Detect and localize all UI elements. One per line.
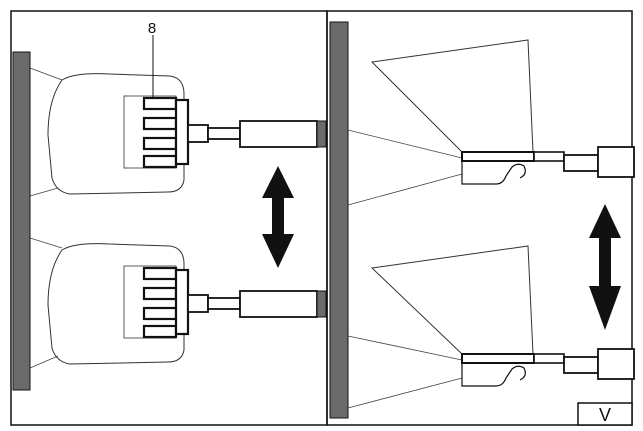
upper-cylinder [239,120,318,148]
lower-cylinder [239,290,318,318]
lower-work-envelope [47,243,185,365]
right-double-arrow [589,204,621,330]
right-panel-border [326,10,633,426]
upper-jaw-assembly [347,39,635,206]
view-label: V [599,405,611,425]
upper-gripper-assembly [29,35,327,197]
upper-swing-envelope [370,39,534,153]
upper-jaw-bar [461,151,535,162]
lower-jaw-profile [461,362,526,387]
upper-jaw-profile [461,160,526,185]
upper-finger-carrier [174,98,190,166]
left-mounting-plate [12,51,31,391]
lower-gripper-assembly [29,237,327,369]
upper-jaw-cylinder [597,146,635,178]
left-double-arrow [262,166,294,268]
left-panel [12,35,327,391]
upper-work-envelope [47,73,185,195]
lower-swing-envelope [370,245,534,355]
right-panel [329,21,635,426]
lower-jaw-assembly [347,245,635,409]
lower-jaw-bar [461,353,535,364]
lower-jaw-cylinder [597,348,635,380]
lower-finger-carrier [174,268,190,336]
right-mounting-plate [329,21,349,419]
part-number-label: 8 [148,20,156,37]
view-label-box [577,402,633,426]
